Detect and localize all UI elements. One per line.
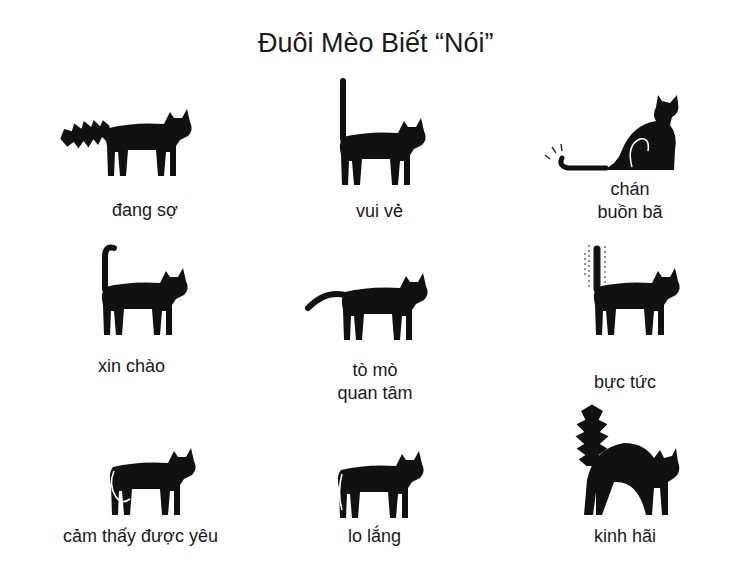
- emotion-label: bực tức: [594, 371, 656, 394]
- happy-cat: [340, 81, 426, 185]
- emotion-label: kinh hãi: [594, 525, 656, 548]
- terrified-cat: [576, 404, 680, 515]
- curious-cat: [308, 273, 428, 340]
- emotion-label: chán buồn bã: [591, 178, 669, 225]
- emotion-label: tò mò quan tâm: [331, 359, 419, 406]
- worried-cat: [338, 451, 424, 518]
- emotion-label: xin chào: [98, 355, 165, 378]
- loved-cat: [110, 448, 196, 515]
- emotion-label: vui vẻ: [356, 200, 403, 223]
- annoyed-cat: [585, 245, 680, 335]
- bored-cat: [545, 95, 678, 170]
- scared-cat: [58, 109, 192, 176]
- title: Đuôi Mèo Biết “Nói”: [258, 26, 494, 61]
- emotion-label: đang sợ: [112, 199, 178, 222]
- emotion-label: lo lắng: [348, 525, 401, 548]
- emotion-label: cảm thấy được yêu: [63, 525, 218, 548]
- hello-cat: [102, 247, 188, 335]
